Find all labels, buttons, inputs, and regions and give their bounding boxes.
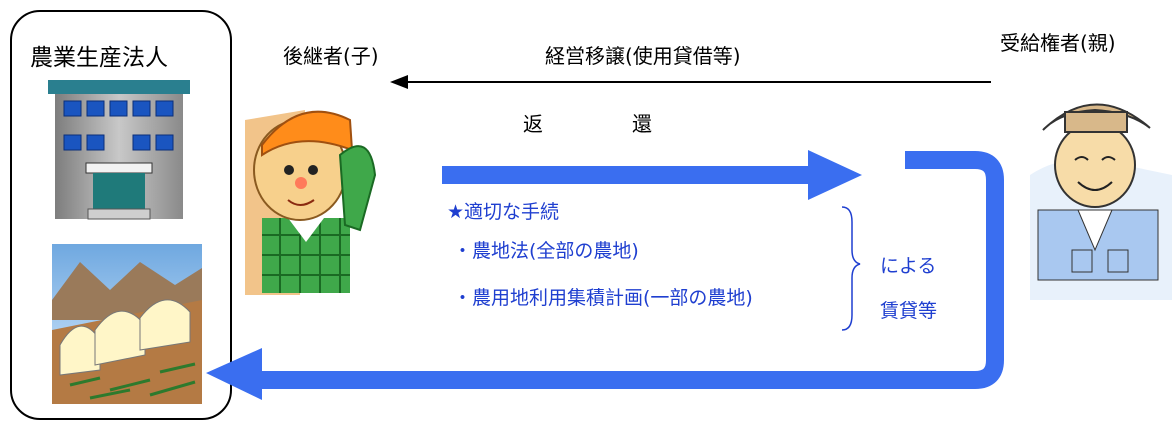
corporation-title: 農業生産法人 [30, 45, 168, 71]
recipient-label: 受給権者(親) [1000, 31, 1116, 55]
successor-label: 後継者(子) [283, 44, 379, 68]
return-label-2: 還 [632, 112, 652, 136]
procedure-suffix-1: による [880, 255, 937, 277]
corporation-box [10, 10, 232, 420]
transfer-arrow [390, 75, 991, 89]
procedure-item-farmland-act: ・農地法(全部の農地) [453, 240, 639, 262]
return-arrow-loop [206, 151, 1004, 400]
building-icon [48, 80, 190, 220]
return-arrow-top [442, 150, 862, 200]
procedure-brace [841, 206, 861, 331]
procedure-suffix-2: 賃貸等 [880, 300, 938, 322]
greenhouse-field-image [52, 244, 202, 404]
procedure-heading: ★適切な手続 [447, 201, 560, 223]
procedure-item-accumulation-plan: ・農用地利用集積計画(一部の農地) [453, 287, 753, 309]
transfer-label: 経営移譲(使用貸借等) [545, 44, 741, 68]
return-label-1: 返 [523, 112, 543, 136]
successor-farmer-icon [245, 110, 377, 295]
recipient-farmer-icon [1030, 103, 1172, 300]
